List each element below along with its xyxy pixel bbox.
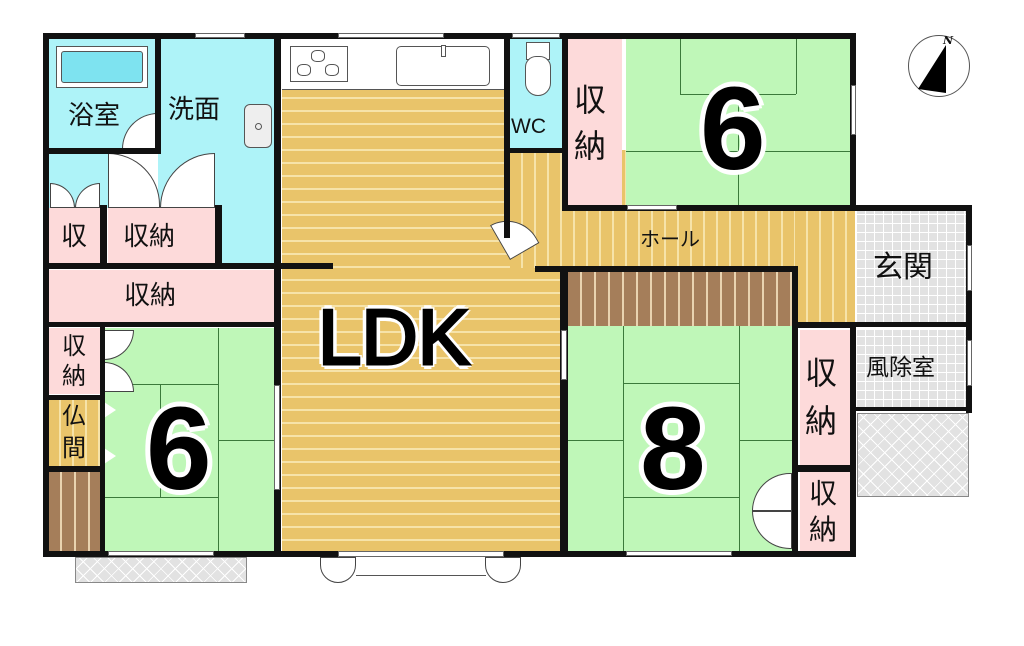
japanese-room-ne-label: 6 (700, 63, 766, 195)
altar-room-label-bottom: 間 (62, 434, 86, 462)
storage-washroom-closet (108, 208, 216, 263)
storage-sw-closet (48, 328, 102, 394)
storage-se-closet-lower (800, 472, 850, 552)
storage-washroom-closet-label: 収納 (123, 222, 176, 252)
storage-ne-closet (568, 38, 622, 206)
closet-door-left (108, 153, 160, 208)
window (338, 33, 444, 38)
altar-room (48, 400, 102, 466)
window (512, 33, 560, 38)
window (561, 330, 567, 380)
ldk (282, 90, 504, 552)
storage-small-left (48, 208, 100, 263)
entrance-label: 玄関 (873, 250, 933, 285)
window (108, 551, 214, 556)
windbreak-room (857, 330, 967, 408)
storage-sw-label-bottom: 納 (62, 362, 86, 390)
window (274, 385, 280, 490)
window (195, 33, 245, 38)
storage-ne-closet-label-top: 収 (574, 81, 607, 119)
storage-se-closet-upper (800, 330, 850, 465)
storage-small-left-label: 収 (61, 222, 88, 252)
storage-long-closet (48, 270, 276, 322)
storage-se-upper-label-top: 収 (805, 354, 838, 392)
north-arrow-icon (918, 45, 946, 93)
engawa-sw (48, 472, 102, 552)
porch (857, 413, 969, 497)
window (627, 205, 677, 210)
ldk-lower-right (504, 240, 562, 552)
japanese-room-sw-label: 6 (146, 383, 212, 515)
storage-sw-label-top: 収 (62, 332, 86, 360)
storage-se-upper-label-bottom: 納 (805, 402, 838, 440)
storage-se-lower-label-top: 収 (809, 477, 838, 510)
window (967, 245, 972, 291)
windbreak-room-label: 風除室 (866, 355, 935, 381)
hall-extension (795, 210, 855, 322)
veranda-sw (75, 557, 247, 583)
altar-room-label-top: 仏 (62, 402, 86, 430)
toilet-icon (525, 42, 551, 98)
window (851, 85, 856, 135)
washroom-label: 洗面 (168, 95, 221, 125)
ldk-bottom-door-left (320, 557, 356, 583)
window (338, 551, 504, 557)
entrance (857, 210, 967, 322)
sink-icon (244, 104, 272, 148)
compass: N (908, 35, 970, 97)
kitchen-sink-icon (396, 45, 490, 86)
storage-ne-closet-label-bottom: 納 (574, 127, 607, 165)
storage-long-closet-label: 収納 (124, 281, 177, 311)
ldk-bottom-door-right (485, 557, 521, 583)
engawa-se (568, 272, 792, 326)
stove-icon (290, 46, 348, 82)
toilet-label: WC (511, 115, 546, 138)
ldk-label: LDK (317, 293, 472, 381)
window (626, 551, 732, 556)
altar-door-2 (104, 448, 116, 464)
bathtub (56, 46, 148, 88)
japanese-room-se-label: 8 (640, 383, 706, 515)
bathroom-label: 浴室 (68, 101, 121, 131)
altar-door-1 (104, 402, 116, 418)
window (967, 340, 972, 386)
storage-se-lower-label-bottom: 納 (809, 513, 838, 546)
compass-north-label: N (943, 34, 954, 47)
hall-label: ホール (640, 227, 700, 251)
